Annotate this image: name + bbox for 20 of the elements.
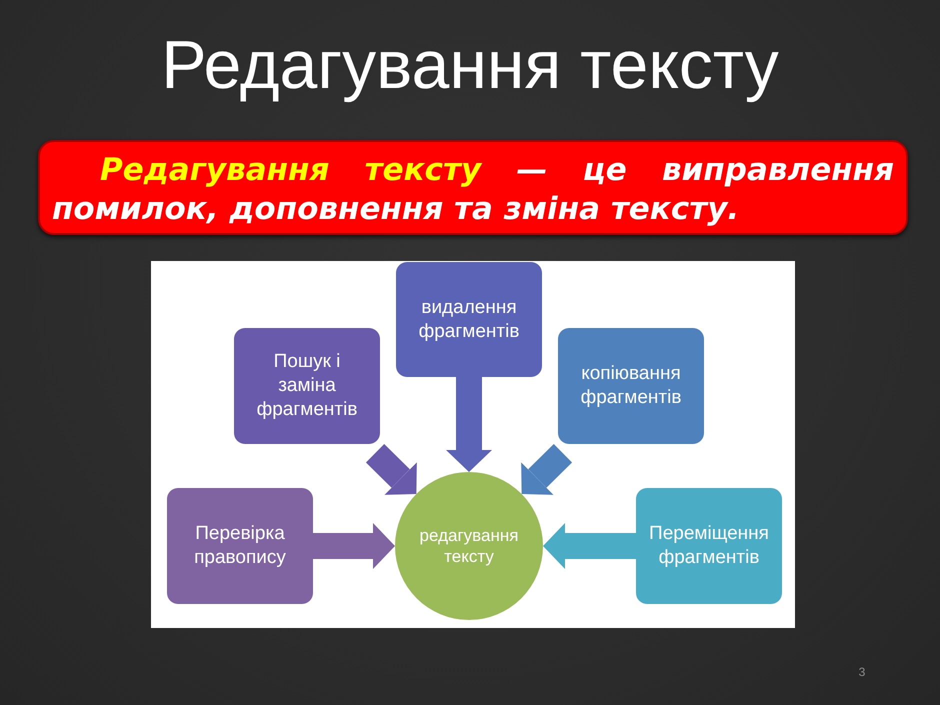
center-label: редагування тексту xyxy=(418,525,520,567)
process-box xyxy=(234,328,380,444)
process-box xyxy=(396,262,542,377)
page-number: 3 xyxy=(858,665,866,680)
process-box xyxy=(167,488,313,604)
slide-title: Редагування тексту xyxy=(160,26,780,104)
block-arrow xyxy=(446,377,492,472)
definition-banner xyxy=(38,140,908,235)
step-label: копіювання фрагментів xyxy=(580,362,682,410)
step-label: видалення фрагментів xyxy=(418,296,520,344)
step-label: Переміщення фрагментів xyxy=(648,522,770,570)
step-label: Пошук і заміна фрагментів xyxy=(256,350,358,422)
step-label: Перевірка правопису xyxy=(193,522,287,570)
definition-text: Редагування тексту — це виправлення помилок, доповнення та зміна тексту. xyxy=(52,150,894,228)
block-arrow xyxy=(313,523,395,569)
block-arrow xyxy=(521,444,572,495)
block-arrow xyxy=(543,523,636,569)
process-box xyxy=(636,488,782,604)
process-box xyxy=(558,328,704,444)
block-arrow xyxy=(366,444,417,495)
